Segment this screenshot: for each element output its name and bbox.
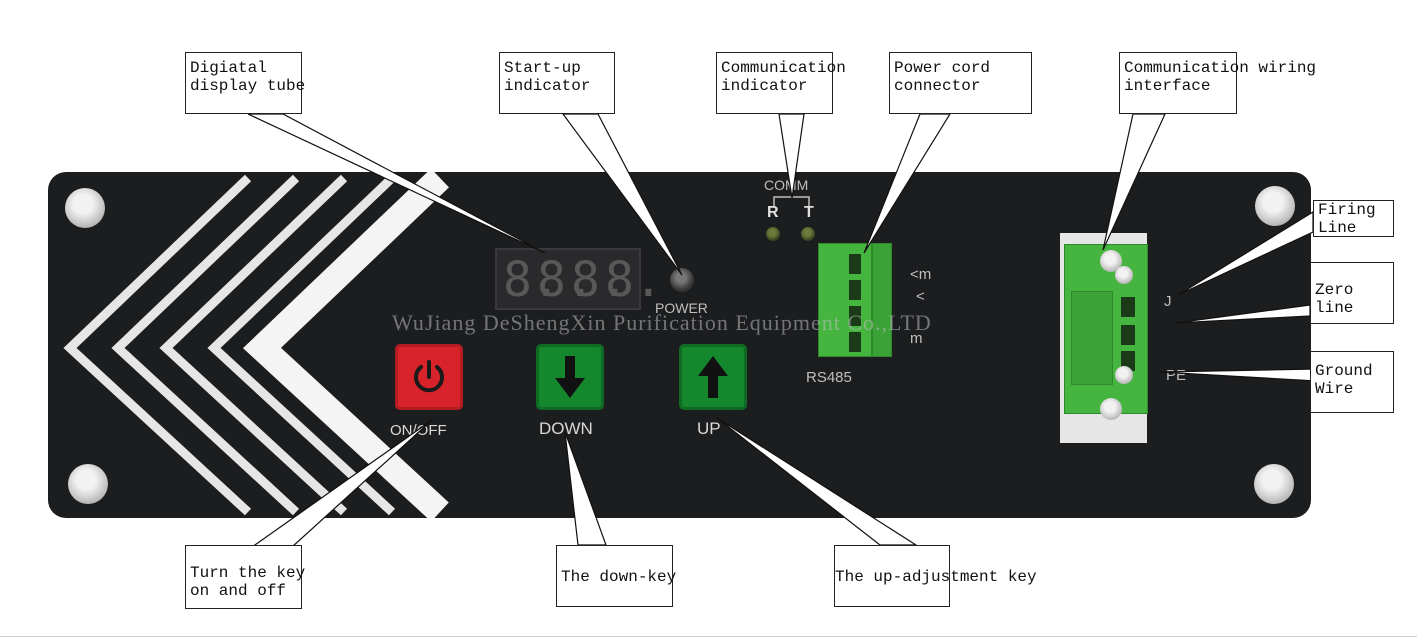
- power-indicator-led: [670, 268, 694, 292]
- connector-screw-bottom: [1100, 398, 1122, 420]
- connector-screw-top: [1100, 250, 1122, 272]
- arrow-up-icon: [698, 356, 728, 398]
- callout-power-cord: Power cord connector: [889, 52, 1032, 114]
- connector-screw-pe: [1115, 366, 1133, 384]
- comm-label: COMM: [764, 177, 809, 193]
- down-button[interactable]: [536, 344, 604, 410]
- power-symbol-icon: [414, 360, 444, 393]
- terminal-label: m: [910, 330, 923, 347]
- rs485-terminal-block[interactable]: [818, 243, 872, 357]
- callout-firing-line: Firing Line: [1313, 200, 1394, 237]
- comm-r-led: [766, 227, 780, 241]
- power-cord-connector[interactable]: [1064, 244, 1148, 414]
- terminal-label: <m: [910, 266, 932, 283]
- up-label: UP: [697, 419, 721, 438]
- down-label: DOWN: [539, 419, 593, 438]
- connector-screw-l: [1115, 266, 1133, 284]
- digital-display-tube: 8. 8. 8. 8.: [495, 248, 663, 310]
- arrow-down-icon: [555, 356, 585, 398]
- watermark-text: WuJiang DeShengXin Purification Equipmen…: [392, 310, 932, 335]
- power-label: POWER: [655, 300, 708, 316]
- mounting-screw-top-right: [1255, 186, 1295, 226]
- mounting-screw-bottom-left: [68, 464, 108, 504]
- bottom-divider: [0, 636, 1417, 637]
- on-off-button[interactable]: [395, 344, 463, 410]
- terminal-label: <: [916, 288, 925, 305]
- callout-display-tube: Digiatal display tube: [185, 52, 305, 114]
- comm-t-led: [801, 227, 815, 241]
- callout-ground-wire: Ground Wire: [1310, 351, 1394, 413]
- callout-onoff-key: Turn the key on and off: [185, 545, 305, 609]
- comm-t-label: T: [804, 204, 814, 221]
- callout-up-key: The up-adjustment key: [834, 545, 1037, 607]
- callout-comm-wiring: Communication wiring interface: [1119, 52, 1316, 114]
- l-label: J: [1164, 293, 1172, 310]
- mounting-screw-top-left: [65, 188, 105, 228]
- comm-r-label: R: [767, 204, 779, 221]
- rs485-terminal-side: [872, 243, 892, 357]
- callout-down-key: The down-key: [556, 545, 676, 607]
- callout-comm-indicator: Communication indicator: [716, 52, 846, 114]
- up-button[interactable]: [679, 344, 747, 410]
- callout-startup-indicator: Start-up indicator: [499, 52, 615, 114]
- callout-zero-line: Zero line: [1310, 262, 1394, 324]
- rs485-label: RS485: [806, 369, 852, 386]
- mounting-screw-bottom-right: [1254, 464, 1294, 504]
